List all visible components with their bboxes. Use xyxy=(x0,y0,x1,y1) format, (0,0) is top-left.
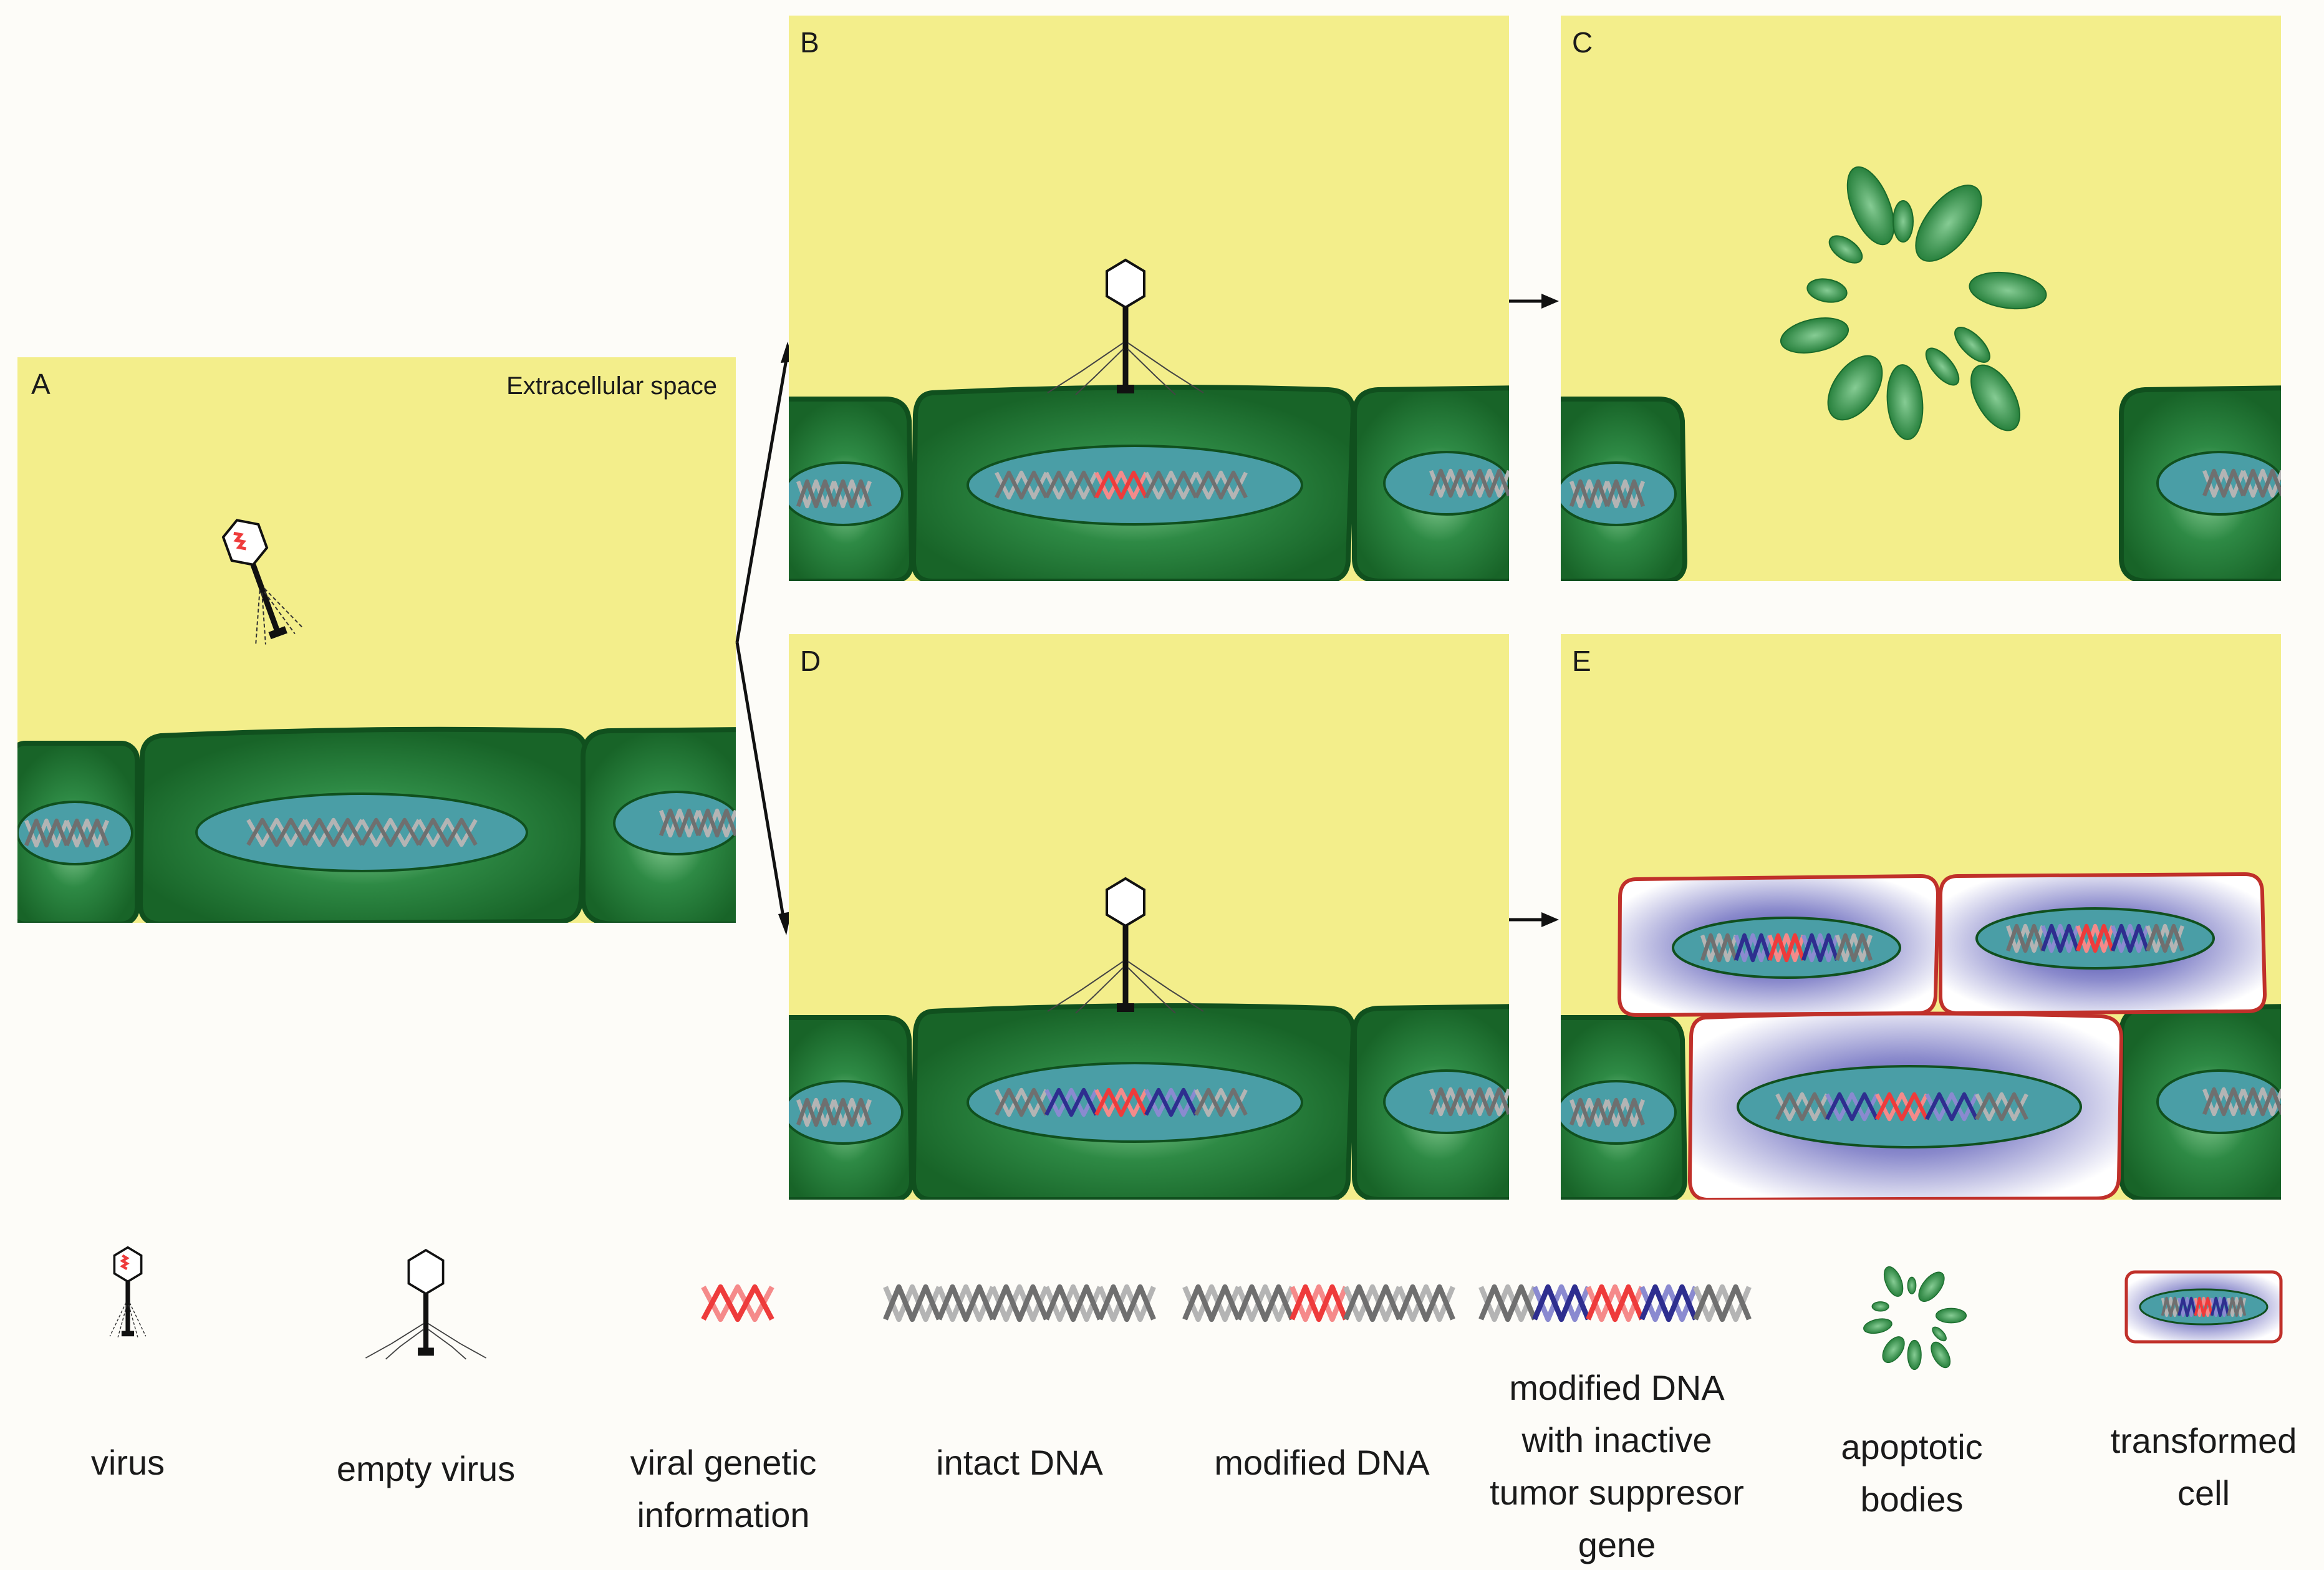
panel-b-empty-virus xyxy=(1047,258,1204,395)
panel-d-label: D xyxy=(800,645,821,677)
panel-a-left-dna xyxy=(24,818,109,848)
panel-d-left-dna xyxy=(796,1097,872,1127)
panel-b: B xyxy=(789,16,1509,581)
panel-e-transformed-nucleus-right xyxy=(1975,907,2215,970)
panel-e-right-dna xyxy=(2202,1087,2281,1117)
panel-c-left-dna xyxy=(1569,479,1646,509)
legend-label-virus: virus xyxy=(91,1443,165,1482)
panel-a-center-nucleus xyxy=(195,792,528,872)
panel-a-label: A xyxy=(31,368,51,400)
panel-e-left-nucleus xyxy=(1561,1080,1677,1145)
panel-b-label: B xyxy=(800,26,819,59)
panel-b-right-dna xyxy=(1429,468,1509,498)
legend-intact-dna-icon xyxy=(883,1284,1156,1322)
panel-e-transformed-dna-left xyxy=(1700,933,1873,963)
legend-virus-icon xyxy=(109,1246,147,1337)
legend-empty-virus-icon xyxy=(365,1248,487,1360)
panel-c-right-dna xyxy=(2202,468,2281,498)
panel-e-transformed-nucleus-left xyxy=(1672,917,1901,979)
legend-label-intact-dna: intact DNA xyxy=(936,1443,1103,1482)
panel-e-label: E xyxy=(1572,645,1591,677)
legend-label-empty-virus: empty virus xyxy=(337,1449,515,1488)
legend-transformed-icon xyxy=(2124,1270,2283,1344)
arrows-a xyxy=(735,342,794,935)
panel-c: C xyxy=(1561,16,2281,581)
arrow-d-e xyxy=(1509,912,1559,927)
panel-b-center-dna xyxy=(995,470,1248,500)
panel-a-caption: Extracellular space xyxy=(506,372,717,400)
legend-modified-dna-tsg-icon xyxy=(1478,1284,1752,1322)
legend-modified-dna-icon xyxy=(1182,1284,1455,1322)
panel-e-transformed-dna-right xyxy=(2005,923,2185,953)
panel-a-right-dna xyxy=(659,808,736,838)
panel-d: D xyxy=(789,634,1509,1200)
legend-apoptotic-icon xyxy=(1863,1266,1967,1370)
panel-e-transformed-dna-bottom xyxy=(1775,1092,2028,1122)
panel-a-center-dna xyxy=(246,817,478,847)
panel-c-label: C xyxy=(1572,26,1593,59)
legend-label-modified-dna: modified DNA xyxy=(1214,1443,1430,1482)
panel-c-apoptotic-bodies xyxy=(1780,166,2047,440)
panel-b-center-nucleus xyxy=(967,445,1303,526)
panel-e-left-dna xyxy=(1569,1097,1646,1127)
panel-d-center-nucleus xyxy=(967,1062,1303,1143)
panel-c-left-nucleus xyxy=(1561,461,1677,526)
panel-d-right-dna xyxy=(1429,1087,1509,1117)
panel-b-left-dna xyxy=(796,479,872,509)
panel-a-left-nucleus xyxy=(17,801,133,865)
panel-d-center-dna xyxy=(995,1087,1248,1117)
panel-d-empty-virus xyxy=(1047,877,1204,1014)
panel-a-virus xyxy=(221,519,304,645)
panel-a: A Extracellular space xyxy=(17,357,736,923)
legend-viral-info-icon xyxy=(701,1284,774,1322)
arrow-b-c xyxy=(1509,294,1559,309)
panel-e: E xyxy=(1561,634,2281,1200)
